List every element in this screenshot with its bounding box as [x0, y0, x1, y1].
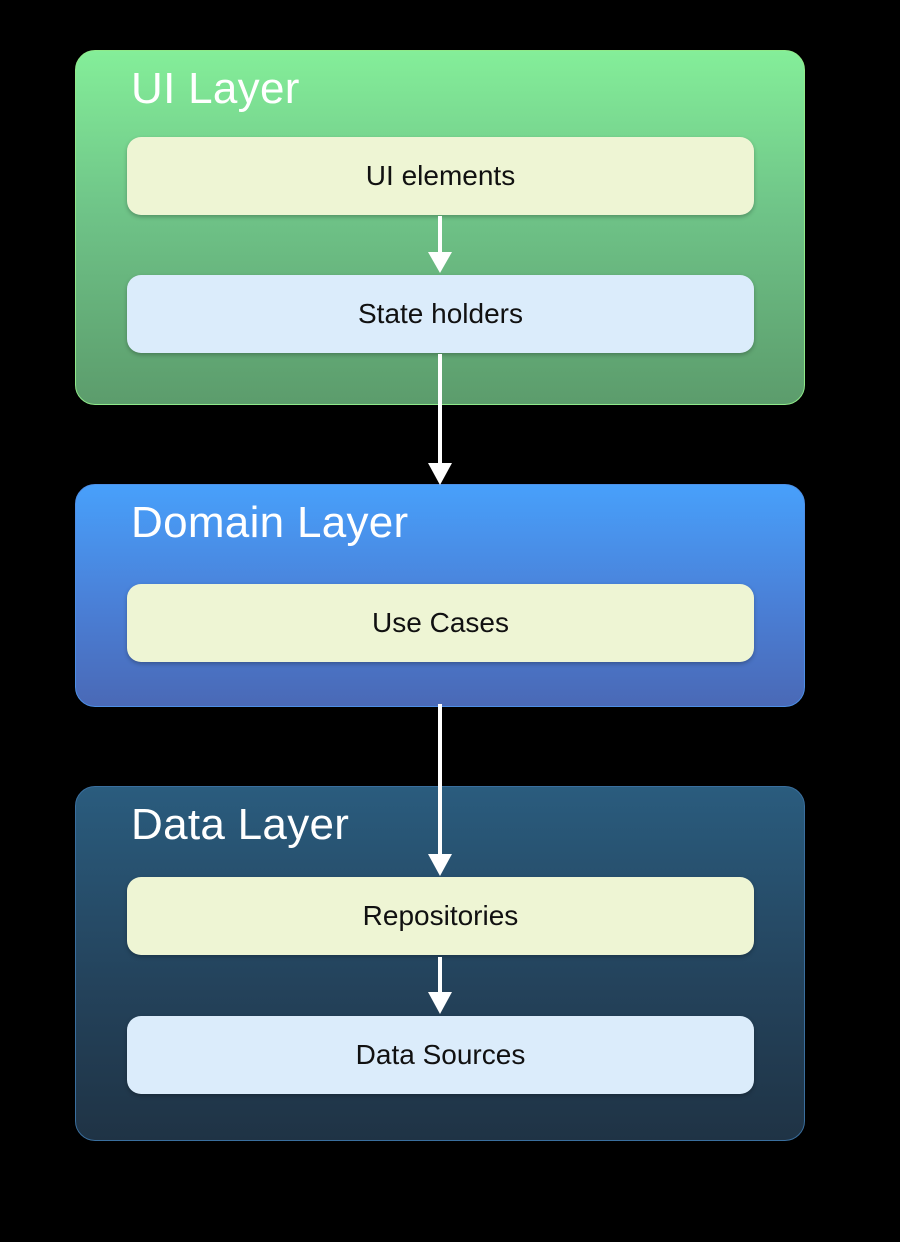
- ui-elements-box: UI elements: [127, 137, 754, 215]
- data-layer-title: Data Layer: [131, 800, 350, 849]
- repositories-box: Repositories: [127, 877, 754, 955]
- ui-layer-title: UI Layer: [131, 64, 300, 113]
- domain-layer-container: Domain Layer Use Cases: [75, 484, 805, 707]
- data-layer-container: Data Layer Repositories Data Sources: [75, 786, 805, 1141]
- domain-layer-title: Domain Layer: [131, 498, 409, 547]
- state-holders-box: State holders: [127, 275, 754, 353]
- ui-layer-container: UI Layer UI elements State holders: [75, 50, 805, 405]
- use-cases-box: Use Cases: [127, 584, 754, 662]
- data-sources-box: Data Sources: [127, 1016, 754, 1094]
